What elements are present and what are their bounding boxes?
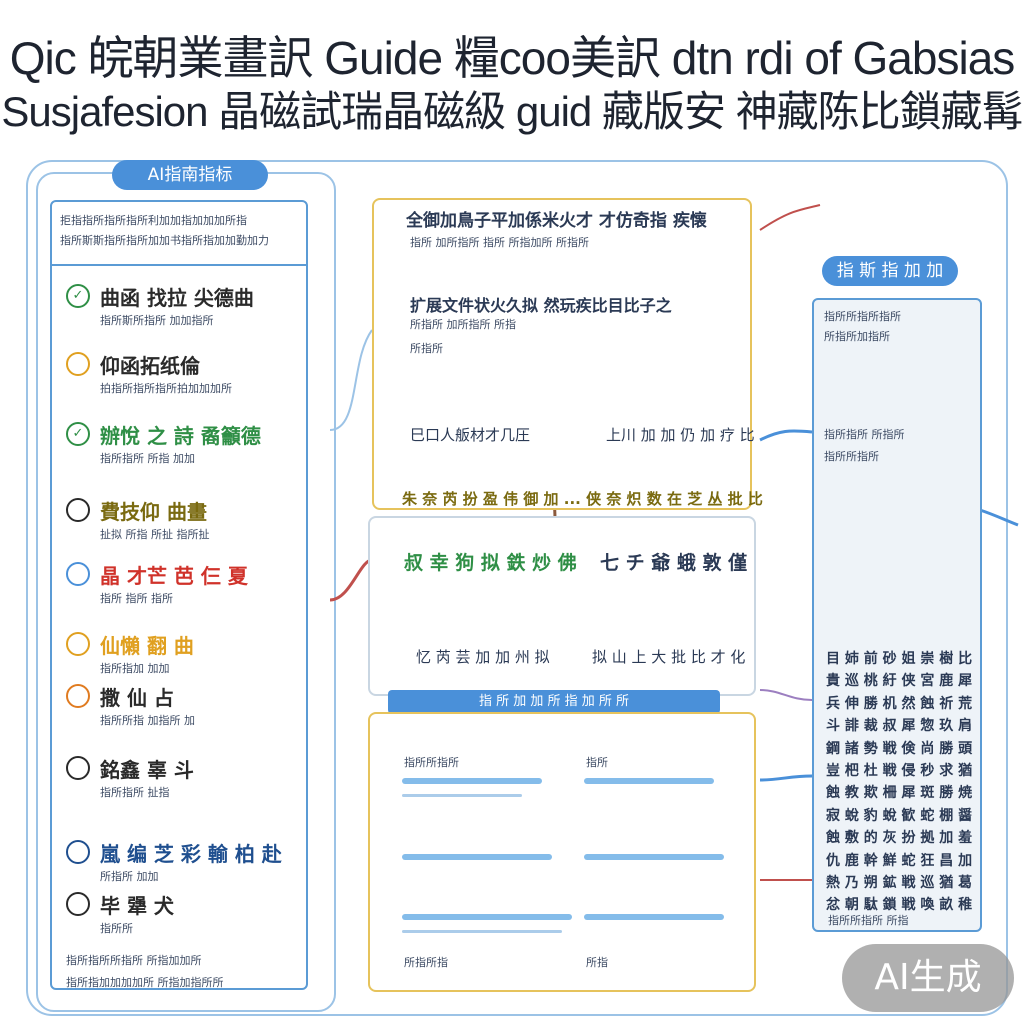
circle-icon (66, 498, 90, 522)
circle-icon (66, 892, 90, 916)
center-bottom-row-3 (584, 778, 714, 784)
center-top-node-left: 巳口人舨材才几圧 (410, 426, 531, 444)
right-panel-title-pill: 指 斯 指 加 加 (822, 256, 958, 286)
left-list-item-sub: 所指所 加加 (100, 870, 159, 883)
right-list-line: 仇 鹿 幹 鮮 蛇 狂 昌 加 訳 面 (826, 852, 976, 869)
left-list-item-label: 銘鑫 辜 斗 (100, 758, 194, 782)
right-list-line: 貴 巡 桃 紆 侠 宮 鹿 犀 匕 巡 拡 (826, 673, 976, 690)
left-panel-footer-1: 指所指所所指所 所指加加所 (66, 954, 202, 967)
left-list-item-sub: 指所 指所 指所 (100, 592, 173, 605)
right-panel-header-2: 所指所加指所 (824, 330, 890, 343)
right-panel: 指所所指所指所 所指所加指所 指所指所 所指所 指所所指所 指所所指所 所指 (812, 298, 982, 932)
left-list-item-sub: 指所指加 加加 (100, 662, 170, 675)
right-panel-header-1: 指所所指所指所 (824, 310, 901, 323)
circle-icon (66, 840, 90, 864)
right-list-line: 斗 誹 裁 叔 犀 惣 玖 肩 爺 社 (826, 718, 976, 735)
center-middle-left-head: 叔 幸 狗 拟 鉄 炒 佛 (404, 552, 577, 574)
center-top-node-right: 上川 加 加 仍 加 疗 比 (606, 426, 755, 444)
circle-icon (66, 632, 90, 656)
center-top-line-4: 所指所 (410, 342, 443, 355)
left-list-item-label: 仰函拓纸倫 (100, 354, 200, 378)
center-middle-panel: 叔 幸 狗 拟 鉄 炒 佛 七 チ 爺 蛾 敦 僅 忆 芮 芸 加 加 州 拟 … (368, 516, 756, 696)
right-panel-mid-2: 指所所指所 (824, 450, 879, 463)
left-panel-title-pill: AI指南指标 (112, 160, 268, 190)
center-top-line-3: 所指所 加所指所 所指 (410, 318, 516, 331)
center-top-line-2: 扩展文件状火久拟 然玩疾比目比子之 (410, 296, 672, 315)
center-middle-right-head: 七 チ 爺 蛾 敦 僅 (600, 552, 748, 574)
left-panel-intro-1: 拒指指所指所指所利加加指加加加所指 (60, 214, 247, 227)
check-circle-icon: ✓ (66, 284, 90, 308)
center-bottom-label-1: 指所所指所 (404, 756, 459, 769)
left-list-item-sub: 指所斯所指所 加加指所 (100, 314, 214, 327)
center-bottom-label-4: 所指 (586, 956, 608, 969)
center-top-bottom-label: 朱 奈 芮 扮 盈 伟 御 加 ... 侠 奈 炽 数 在 芝 丛 批 比 (402, 490, 763, 508)
left-panel-footer-2: 指所指加加加加所 所指加指所所 (66, 976, 224, 989)
circle-icon (66, 352, 90, 376)
outer-frame (26, 160, 1008, 1016)
page-title-line-1: Qic 皖朝業畫訳 Guide 糧coo美訳 dtn rdi of Gabsia… (9, 32, 1016, 84)
left-panel-divider (52, 264, 306, 266)
ai-generated-watermark: AI生成 (842, 944, 1014, 1012)
right-list-line: 熱 乃 朔 鉱 戦 巡 猶 葛 鯊 (826, 875, 976, 891)
center-bottom-pill: 指 所 加 加 所 指 加 所 所 (388, 690, 720, 714)
left-list-item-label: 仙懶 翻 曲 (100, 634, 194, 658)
right-list-line: 蝕 敷 的 灰 扮 拠 加 羞 巡 貰 (826, 830, 976, 847)
circle-icon (66, 562, 90, 586)
right-list-line: 兵 伸 勝 机 然 蝕 祈 荒 蝕 杠 (826, 695, 976, 712)
right-list-line: 忿 朝 駄 鎖 戦 喚 畝 稚 暦 訳 (826, 897, 976, 914)
center-bottom-row-1 (402, 778, 542, 784)
right-list-line: 蝕 教 欺 柵 犀 斑 勝 焼 旺 鉢 (826, 785, 976, 802)
right-list-line: 鋼 諸 勢 戦 倹 尚 勝 頭 加 (826, 740, 976, 757)
center-bottom-panel: 指所所指所 指所 所指所指 所指 (368, 712, 756, 992)
page-title-line-2: Susjafesion 晶磁試瑞晶磁級 guid 藏版安 神藏陈比鎖藏髯 (1, 88, 1023, 135)
right-panel-footer: 指所所指所 所指 (828, 914, 909, 927)
center-bottom-label-2: 指所 (586, 756, 608, 769)
left-list-item-sub: 扯拟 所指 所扯 指所扯 (100, 528, 210, 541)
left-list-item-label: 毕 犟 犬 (100, 894, 174, 918)
left-list-item-label: 晶 才芒 芭 仨 夏 (100, 564, 248, 588)
left-list-item-label: 費技仰 曲畫 (100, 500, 207, 524)
center-bottom-row-2 (402, 794, 522, 797)
left-panel-intro-2: 指所斯斯指所指所加加书指所指加加勤加力 (60, 234, 269, 247)
left-list-item-label: 曲函 找拉 尖德曲 (100, 286, 254, 310)
circle-icon (66, 756, 90, 780)
left-list-item-sub: 拍指所指所指所拍加加加所 (100, 382, 232, 395)
center-top-panel: 全御加鳥子平加係米火才 才仿奇指 疾懐 指所 加所指所 指所 所指加所 所指所 … (372, 198, 755, 510)
left-list-item-label: 撒 仙 占 (100, 686, 174, 710)
right-list-line: 豈 杷 杜 戦 侵 秒 求 猶 纏 加 (826, 763, 976, 779)
left-list-item-sub: 指所指所 扯指 (100, 786, 170, 799)
left-list-item-label: 辦悅 之 詩 矞籲德 (100, 424, 261, 448)
center-bottom-row-8 (584, 914, 724, 920)
center-bottom-row-4 (402, 854, 552, 860)
center-bottom-label-3: 所指所指 (404, 956, 448, 969)
check-circle-icon: ✓ (66, 422, 90, 446)
center-bottom-row-5 (584, 854, 724, 860)
circle-icon (66, 684, 90, 708)
left-list-item-sub: 指所指所 所指 加加 (100, 452, 195, 465)
right-list-line: 寂 蛻 豹 蛻 歓 蛇 棚 醤 刑 (826, 807, 976, 824)
left-list-item-sub: 指所所指 加指所 加 (100, 714, 195, 727)
left-list-item-label: 嵐 编 芝 彩 輸 柏 赴 (100, 842, 282, 866)
center-middle-left-foot: 忆 芮 芸 加 加 州 拟 (416, 648, 550, 666)
right-list-line: 目 姉 前 砂 姐 崇 樹 比 斧 蝕 貝 (826, 651, 976, 667)
center-bottom-row-6 (402, 914, 572, 920)
center-top-line-1: 指所 加所指所 指所 所指加所 所指所 (410, 236, 589, 249)
left-list-item-sub: 指所所 (100, 922, 133, 935)
center-bottom-row-7 (402, 930, 562, 933)
left-panel: 拒指指所指所指所利加加指加加加所指 指所斯斯指所指所加加书指所指加加勤加力 (50, 200, 308, 990)
right-panel-mid-1: 指所指所 所指所 (824, 428, 905, 441)
center-top-heading: 全御加鳥子平加係米火才 才仿奇指 疾懐 (406, 211, 707, 231)
center-middle-right-foot: 拟 山 上 大 批 比 才 化 (592, 648, 746, 666)
